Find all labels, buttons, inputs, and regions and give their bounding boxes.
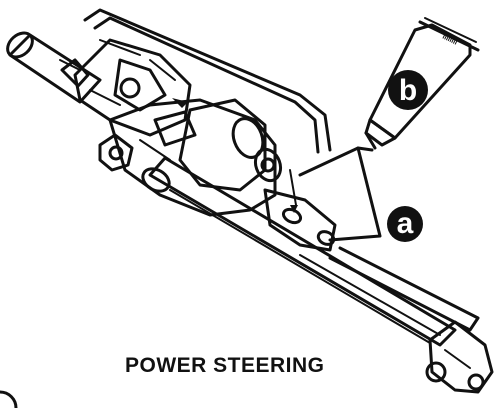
tie-rod-end (425, 320, 494, 394)
callout-a: a (387, 206, 423, 242)
callout-a-label: a (397, 207, 414, 240)
hydraulic-lines (83, 8, 332, 154)
valve-housing (60, 38, 192, 137)
callout-lines (298, 146, 382, 242)
caption: POWER STEERING (125, 354, 325, 377)
callout-b: b (388, 70, 428, 110)
cropped-callout-edge (0, 390, 18, 408)
gear-housing (108, 98, 283, 217)
callout-b-label: b (399, 74, 417, 107)
mounting-bolts (98, 133, 171, 193)
mounting-bracket (263, 169, 337, 252)
svg-text:IIIIIIII: IIIIIIII (441, 34, 458, 47)
